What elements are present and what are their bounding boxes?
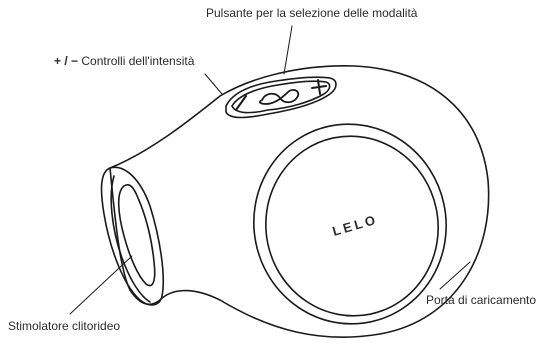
stimulator-tip-opening bbox=[117, 183, 156, 287]
leader-charging bbox=[439, 261, 471, 290]
stimulator-rim bbox=[110, 175, 151, 303]
minus-icon[interactable] bbox=[235, 95, 247, 111]
stimulator-tip-outer bbox=[100, 166, 165, 306]
clitoral-stimulator-label: Stimolatore clitorideo bbox=[8, 319, 121, 333]
leader-intensity bbox=[204, 73, 223, 95]
intensity-controls-text: Controlli dell'intensità bbox=[81, 54, 195, 68]
leader-stimulator bbox=[69, 255, 133, 315]
control-button-strip-inner bbox=[231, 80, 331, 114]
intensity-symbols: + / − bbox=[54, 54, 79, 68]
charging-face-outer bbox=[253, 123, 447, 325]
lelo-logo: LELO bbox=[331, 212, 380, 239]
mode-button-label: Pulsante per la selezione delle modalità bbox=[206, 6, 418, 20]
infinity-mode-icon[interactable] bbox=[259, 89, 300, 105]
intensity-controls-label: + / − Controlli dell'intensità bbox=[54, 54, 194, 68]
leader-mode-button bbox=[283, 25, 293, 75]
charging-face-inner bbox=[265, 135, 439, 317]
plus-icon-vertical[interactable] bbox=[317, 79, 321, 95]
control-button-strip[interactable] bbox=[225, 76, 337, 119]
charging-port-label: Porta di caricamento bbox=[426, 293, 537, 307]
